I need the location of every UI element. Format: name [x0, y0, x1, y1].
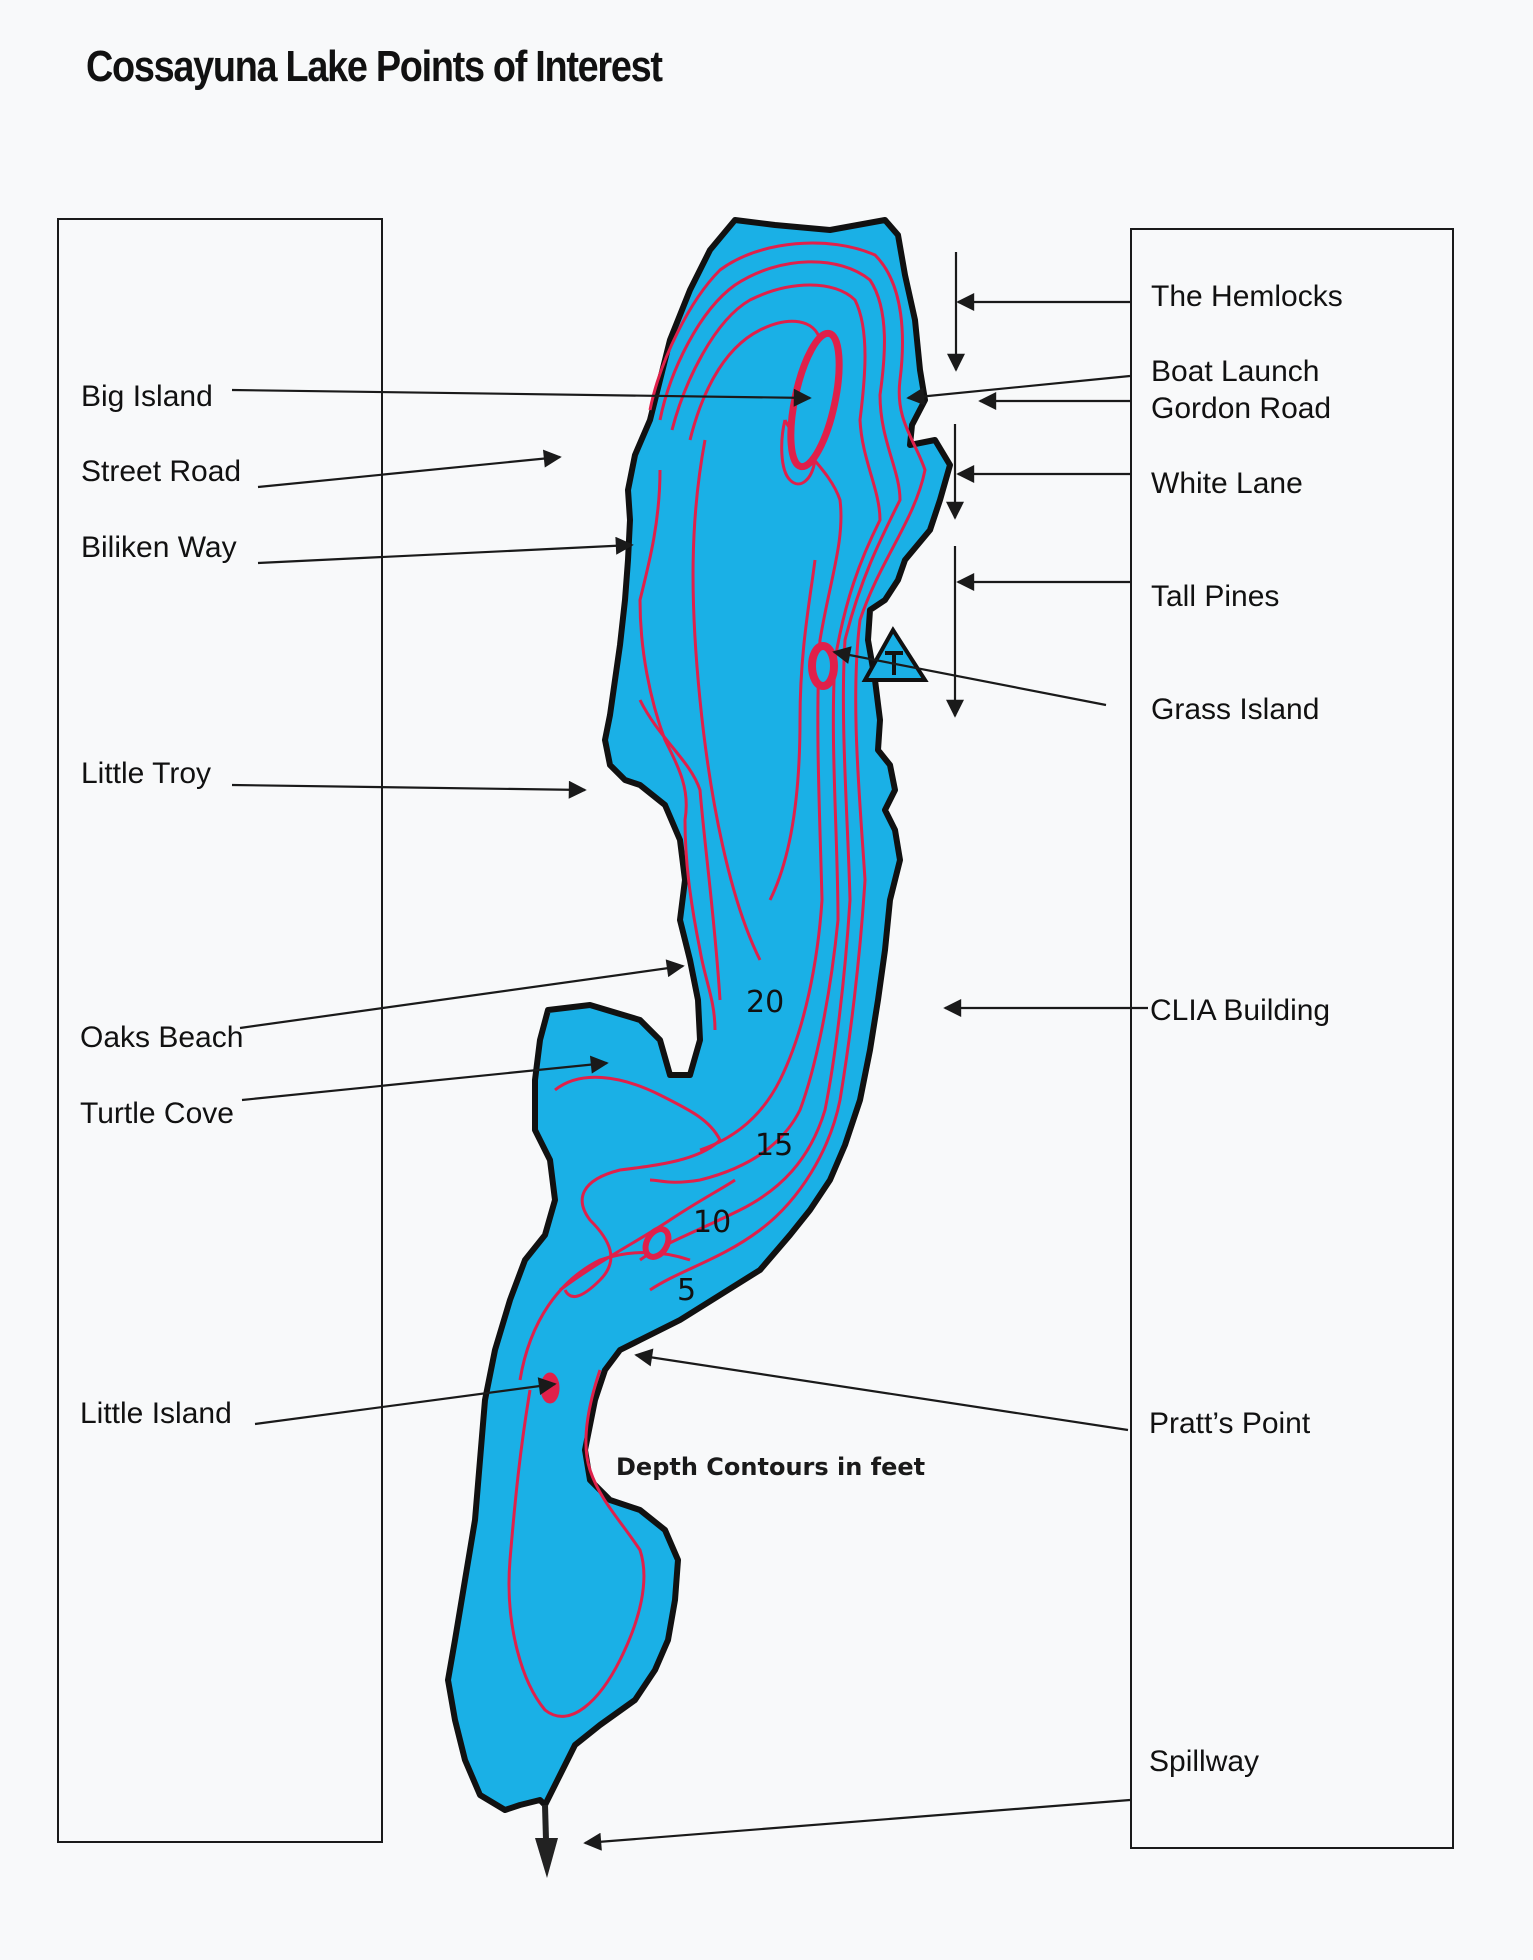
label-little-island: Little Island [80, 1397, 232, 1430]
label-white-lane: White Lane [1151, 467, 1303, 500]
depth-label-15: 15 [755, 1128, 793, 1163]
label-grass-island: Grass Island [1151, 693, 1320, 726]
spillway-arrow-icon [535, 1838, 558, 1878]
arrow-big-island [231, 388, 812, 407]
arrow-boat-launch [906, 374, 1131, 406]
label-boat-launch: Boat Launch [1151, 355, 1320, 388]
label-little-troy: Little Troy [81, 757, 212, 790]
label-turtle-cove: Turtle Cove [80, 1097, 234, 1130]
lake-body: 20 15 10 5 [445, 217, 953, 1878]
arrow-biliken-way [257, 536, 634, 565]
right-label-panel [1130, 228, 1454, 1849]
arrow-little-troy [231, 780, 587, 799]
label-clia-building: CLIA Building [1150, 994, 1331, 1027]
little-island-shape [540, 1372, 560, 1404]
depth-label-20: 20 [746, 985, 784, 1020]
left-label-panel [57, 218, 383, 1843]
label-oaks-beach: Oaks Beach [80, 1021, 244, 1054]
label-spillway: Spillway [1149, 1745, 1260, 1778]
label-tall-pines: Tall Pines [1151, 580, 1280, 613]
label-pratts-point: Pratt’s Point [1149, 1407, 1311, 1440]
label-gordon-road: Gordon Road [1151, 392, 1332, 425]
arrow-little-island [254, 1377, 557, 1426]
arrow-spillway [583, 1798, 1131, 1851]
arrow-street-road [257, 449, 562, 489]
depth-label-5: 5 [677, 1273, 696, 1308]
map-title: Cossayuna Lake Points of Interest [86, 42, 663, 91]
tower-icon [861, 626, 929, 682]
depth-legend: Depth Contours in feet [616, 1453, 926, 1481]
arrow-turtle-cove [241, 1055, 609, 1102]
leader-lines [231, 252, 1148, 1851]
mid-island-shape [642, 1226, 672, 1260]
label-street-road: Street Road [81, 455, 242, 488]
depth-label-10: 10 [693, 1205, 731, 1240]
lake-shoreline [445, 217, 953, 1813]
grass-island-shape [808, 642, 838, 690]
arrow-oaks-beach [239, 959, 685, 1030]
arrow-grass-island [832, 646, 1107, 707]
label-the-hemlocks: The Hemlocks [1151, 280, 1343, 313]
spillway-outlet [542, 1804, 549, 1841]
label-big-island: Big Island [81, 380, 213, 413]
label-biliken-way: Biliken Way [81, 531, 237, 564]
arrow-pratts-point [634, 1348, 1129, 1432]
